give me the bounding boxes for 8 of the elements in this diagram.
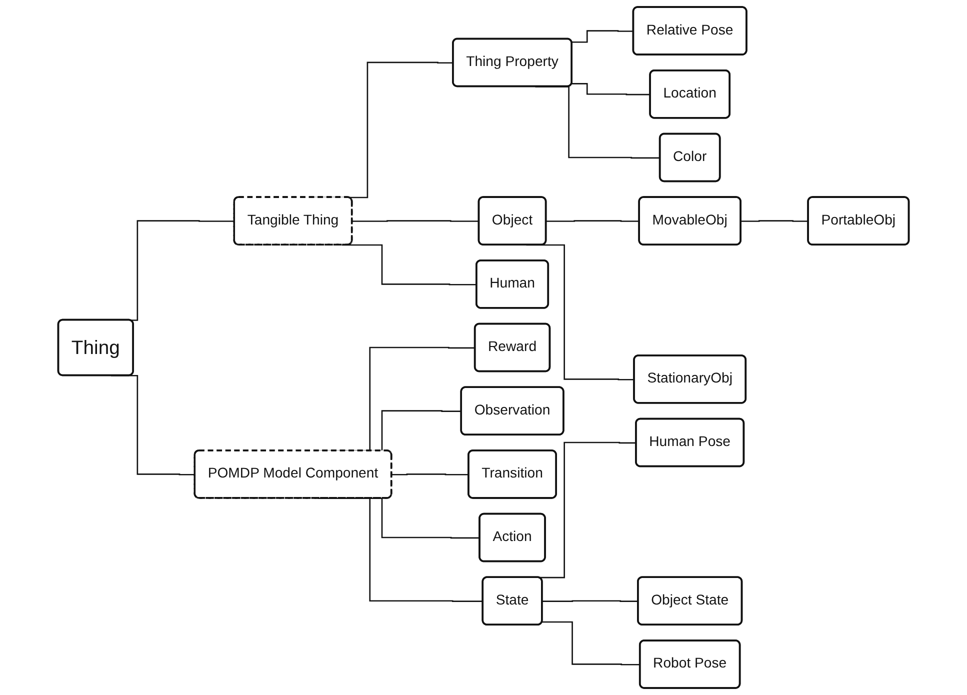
connector: [572, 30, 634, 43]
connector: [392, 474, 469, 476]
connector: [542, 621, 640, 666]
connector: [542, 600, 638, 602]
connector: [572, 83, 650, 96]
connector: [741, 220, 808, 222]
connector: [546, 220, 640, 222]
connector: [352, 220, 480, 222]
